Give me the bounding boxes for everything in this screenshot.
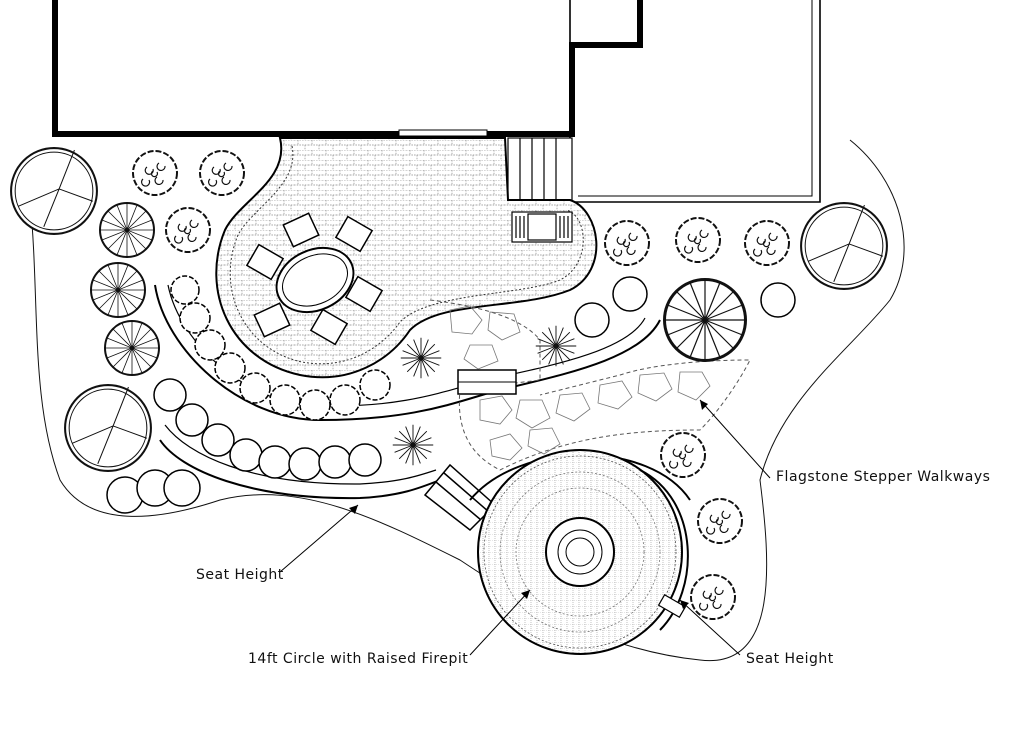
firepit-label: 14ft Circle with Raised Firepit (248, 651, 469, 667)
walkways-label: Flagstone Stepper Walkways (776, 469, 991, 485)
seat-height-left-label: Seat Height (196, 567, 284, 583)
seat-height-right-label: Seat Height (746, 651, 834, 667)
